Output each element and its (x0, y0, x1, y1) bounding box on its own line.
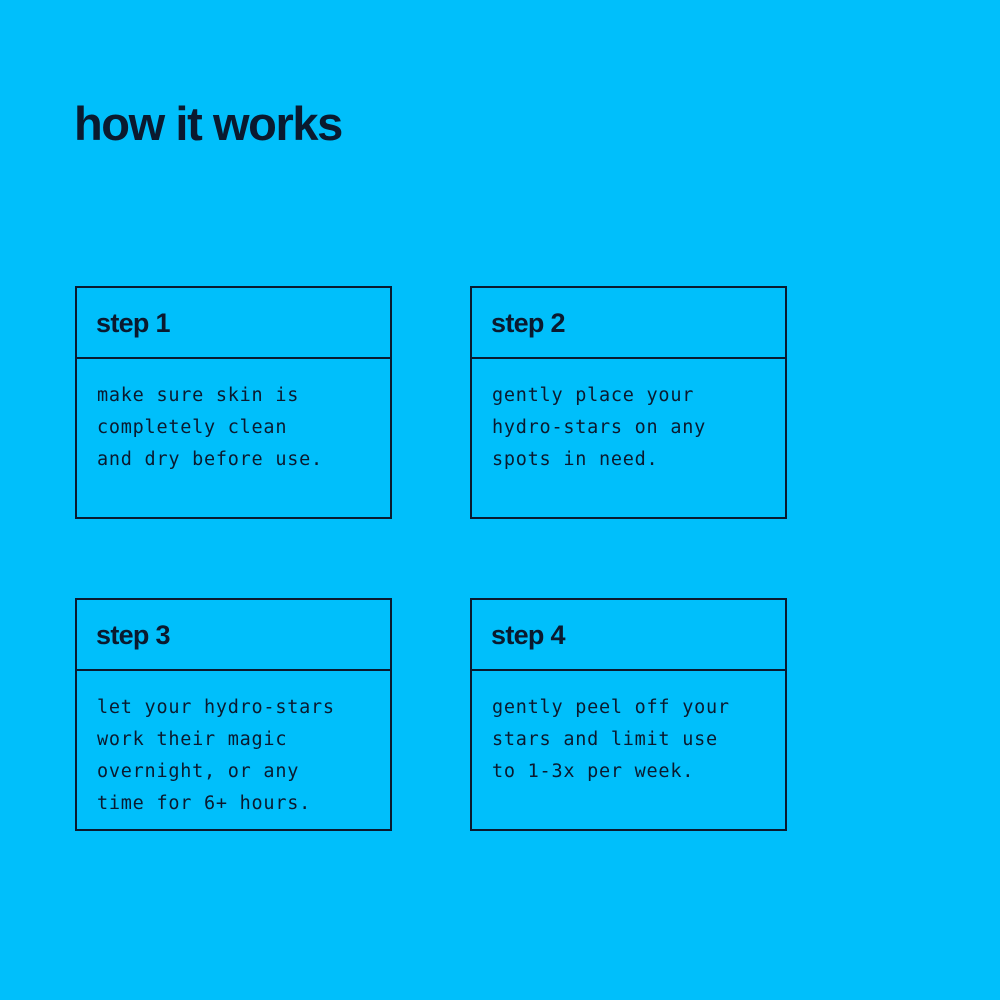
step-card-3-body: let your hydro-stars work their magic ov… (77, 671, 390, 829)
step-card-1-text: make sure skin is completely clean and d… (97, 385, 323, 470)
step-card-3-text: let your hydro-stars work their magic ov… (97, 697, 335, 814)
step-card-4-header: step 4 (472, 600, 785, 671)
step-card-2-body: gently place your hydro-stars on any spo… (472, 359, 785, 517)
step-card-3-header: step 3 (77, 600, 390, 671)
step-card-4-title: step 4 (491, 620, 566, 650)
step-card-1-body: make sure skin is completely clean and d… (77, 359, 390, 517)
page-title: how it works (74, 97, 343, 150)
step-card-2-title: step 2 (491, 308, 566, 338)
steps-grid: step 1 make sure skin is completely clea… (75, 286, 787, 831)
step-card-2-text: gently place your hydro-stars on any spo… (492, 385, 706, 470)
step-card-4: step 4 gently peel off your stars and li… (470, 598, 787, 831)
step-card-1-header: step 1 (77, 288, 390, 359)
step-card-3: step 3 let your hydro-stars work their m… (75, 598, 392, 831)
step-card-1-title: step 1 (96, 308, 171, 338)
step-card-2-header: step 2 (472, 288, 785, 359)
step-card-3-title: step 3 (96, 620, 171, 650)
step-card-4-text: gently peel off your stars and limit use… (492, 697, 730, 782)
step-card-1: step 1 make sure skin is completely clea… (75, 286, 392, 519)
step-card-4-body: gently peel off your stars and limit use… (472, 671, 785, 829)
step-card-2: step 2 gently place your hydro-stars on … (470, 286, 787, 519)
